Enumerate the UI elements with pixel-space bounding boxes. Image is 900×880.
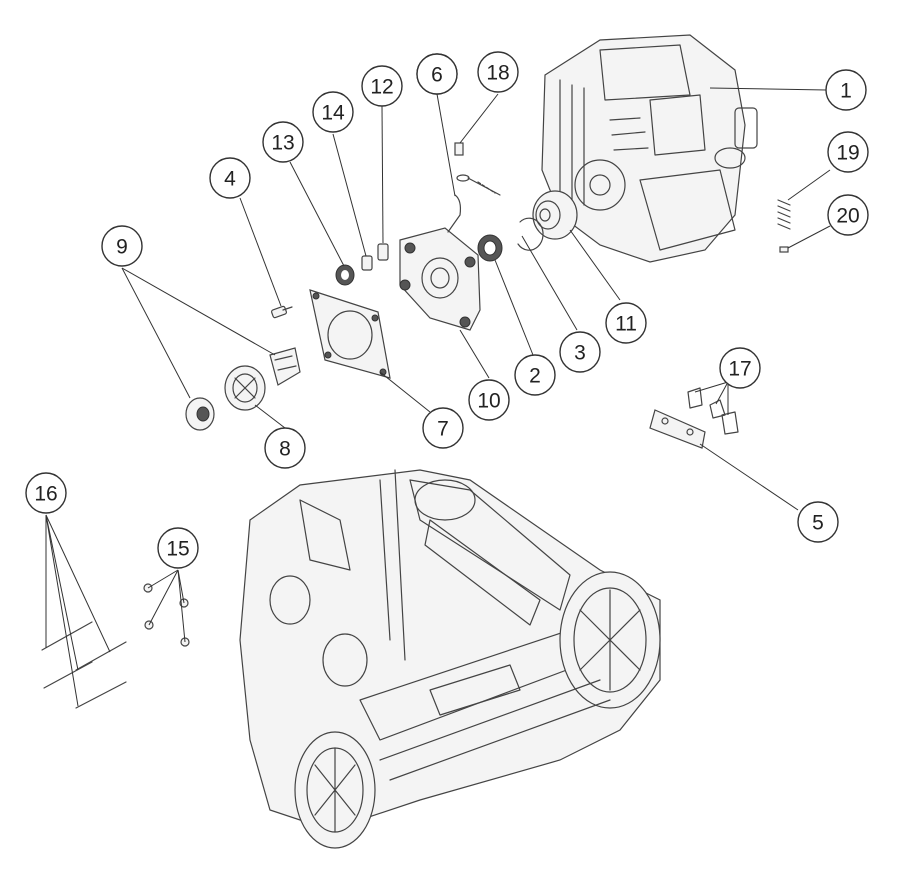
callout-label: 1	[840, 80, 852, 103]
coupling-parts	[185, 347, 301, 431]
clips-part-17	[687, 387, 739, 435]
screw-part-20	[779, 246, 789, 253]
callout-label: 8	[279, 438, 291, 461]
callout-label: 3	[574, 342, 586, 365]
callout-18: 18	[477, 51, 519, 93]
callout-14: 14	[312, 91, 354, 133]
leader-lines	[45, 87, 831, 707]
callout-10: 10	[468, 379, 510, 421]
callout-label: 7	[437, 418, 449, 441]
screw-and-link	[454, 142, 501, 196]
spring-part-19	[777, 199, 791, 230]
callout-label: 9	[116, 236, 128, 259]
callout-16: 16	[25, 472, 67, 514]
pulley-part-8	[224, 365, 266, 411]
highlight-ring	[416, 53, 458, 95]
callout-1: 1	[825, 69, 867, 111]
bearing	[477, 234, 503, 262]
callout-label: 16	[34, 483, 57, 506]
callout-7: 7	[422, 407, 464, 449]
flange-gasket	[309, 289, 391, 379]
callout-label: 5	[812, 512, 824, 535]
callout-9: 9	[101, 225, 143, 267]
callout-label: 12	[370, 76, 393, 99]
pin-bushing-washer	[335, 243, 389, 286]
callout-4: 4	[209, 157, 251, 199]
engine-assembly	[541, 34, 758, 263]
tiller-frame	[239, 469, 661, 849]
callout-label: 2	[529, 365, 541, 388]
callout-label: 11	[615, 313, 637, 336]
rod-part-6	[447, 194, 462, 233]
circlip	[517, 217, 544, 251]
callout-3: 3	[559, 331, 601, 373]
callout-label: 4	[224, 168, 236, 191]
callout-12: 12	[361, 65, 403, 107]
bolt-part-4	[271, 305, 293, 319]
callout-13: 13	[262, 121, 304, 163]
callout-2: 2	[514, 354, 556, 396]
callout-17: 17	[719, 347, 761, 389]
callout-11: 11	[605, 302, 647, 344]
callout-label: 10	[477, 390, 500, 413]
callout-label: 14	[321, 102, 345, 125]
callout-8: 8	[264, 427, 306, 469]
callout-19: 19	[827, 131, 869, 173]
callout-label: 19	[836, 142, 859, 165]
bolts-part-16	[41, 621, 127, 709]
clutch-drum	[532, 190, 578, 240]
callout-label: 13	[271, 132, 294, 155]
callout-label: 18	[486, 62, 509, 85]
gearbox-housing	[399, 227, 481, 331]
callout-20: 20	[827, 194, 869, 236]
gasket-part-5	[649, 409, 706, 449]
callout-label: 17	[728, 358, 751, 381]
callout-label: 15	[166, 538, 189, 561]
callout-5: 5	[797, 501, 839, 543]
callout-label: 20	[836, 205, 859, 228]
callout-label: 6	[431, 64, 443, 87]
callout-6: 6	[416, 53, 458, 95]
callout-15: 15	[157, 527, 199, 569]
